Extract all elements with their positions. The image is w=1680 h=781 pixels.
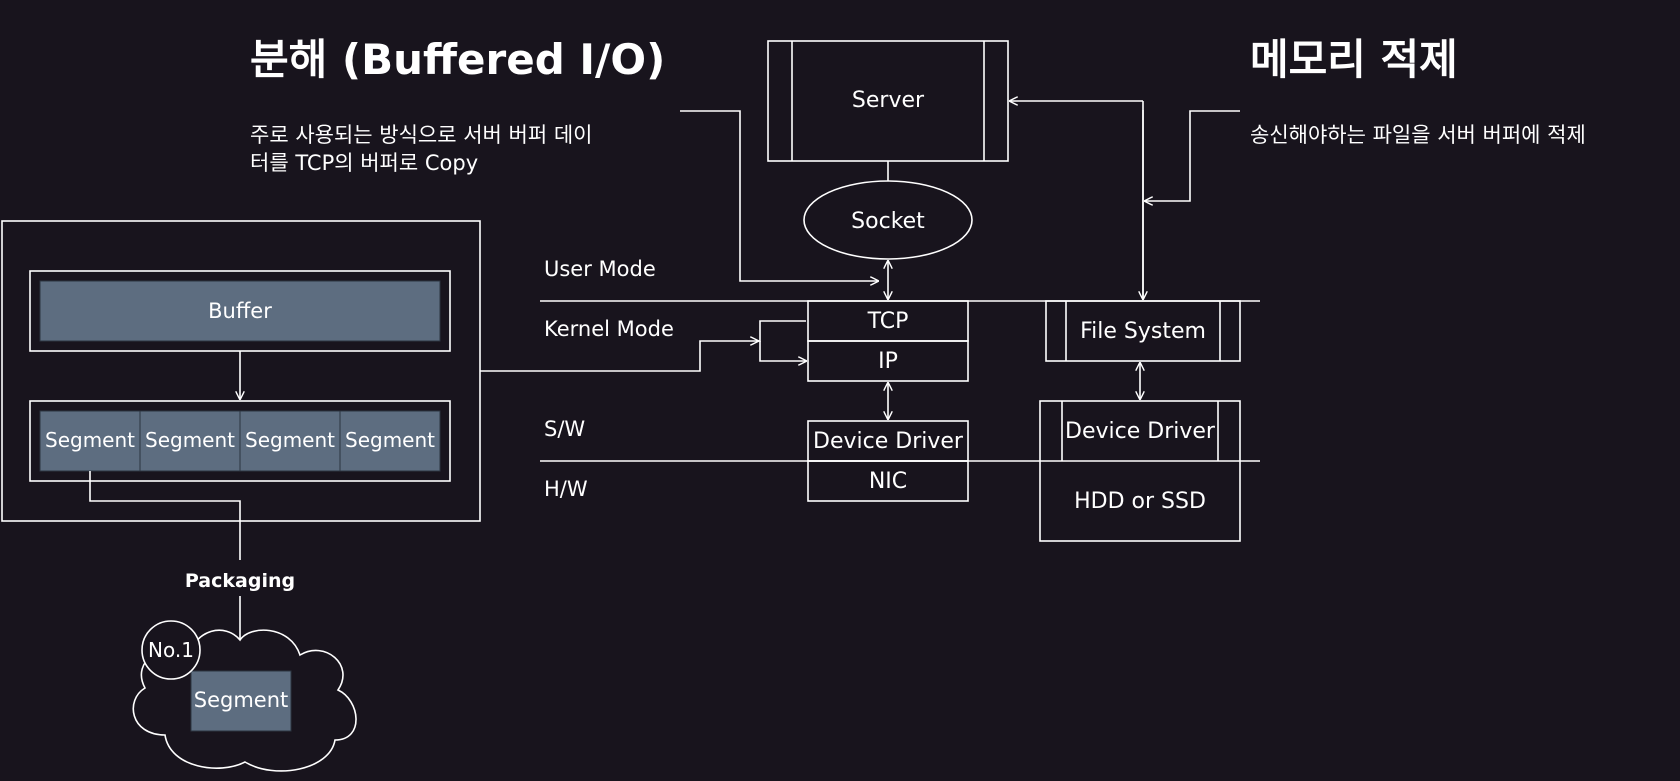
segment-block-4: [339, 410, 441, 472]
number-badge: [141, 620, 201, 680]
desc-buffered-io-line1: 주로 사용되는 방식으로 서버 버퍼 데이: [250, 123, 593, 147]
number-badge-label: No.1: [148, 638, 194, 662]
storage-label: HDD or SSD: [1074, 489, 1206, 514]
socket-node: Socket: [803, 180, 973, 260]
file-system-node: File System: [1045, 300, 1241, 362]
server-node: Server: [767, 40, 1009, 162]
buffer-label: Buffer: [208, 299, 272, 323]
packaged-segment-block: [190, 670, 292, 732]
storage-stack: Device Driver HDD or SSD: [1039, 400, 1241, 542]
label-kernel-mode: Kernel Mode: [544, 317, 674, 341]
network-device-driver-label: Device Driver: [813, 429, 964, 454]
buffered-io-annotation-arrow: [680, 110, 878, 281]
disk-device-driver-label: Device Driver: [1065, 419, 1216, 444]
network-driver-stack: Device Driver NIC: [807, 420, 969, 502]
buffer-panel: Buffer Segment Segment Segment Segment: [1, 220, 481, 522]
panel-to-stack-arrow: [480, 341, 758, 372]
desc-memory-load: 송신해야하는 파일을 서버 버퍼에 적제: [1250, 123, 1586, 147]
title-buffered-io: 분해 (Buffered I/O): [250, 35, 665, 84]
segment-label-1: Segment: [45, 428, 135, 452]
stack-branch-top: [758, 320, 806, 342]
stack-branch-bottom: [759, 341, 806, 361]
buffer-block: [39, 280, 441, 342]
label-hw: H/W: [544, 477, 588, 501]
segment-label-4: Segment: [345, 428, 435, 452]
segment-block-2: [139, 410, 241, 472]
label-sw: S/W: [544, 417, 585, 441]
packaging-line-top: [89, 471, 241, 560]
label-user-mode: User Mode: [544, 257, 656, 281]
segment-label-2: Segment: [145, 428, 235, 452]
tcp-label: TCP: [867, 309, 909, 334]
nic-label: NIC: [869, 469, 907, 494]
packaged-segment-cloud: Segment No.1: [132, 620, 357, 772]
packaging-label: Packaging: [185, 570, 295, 592]
title-memory-load: 메모리 적제: [1250, 35, 1458, 84]
file-system-label: File System: [1080, 319, 1206, 344]
ip-label: IP: [878, 349, 898, 374]
memory-load-annotation-arrow: [1145, 110, 1240, 201]
tcp-ip-stack: TCP IP: [807, 300, 969, 382]
server-label: Server: [852, 88, 925, 113]
segment-label-3: Segment: [245, 428, 335, 452]
desc-buffered-io-line2: 터를 TCP의 버퍼로 Copy: [250, 151, 478, 175]
packaged-segment-label: Segment: [194, 688, 289, 712]
socket-label: Socket: [851, 209, 925, 234]
